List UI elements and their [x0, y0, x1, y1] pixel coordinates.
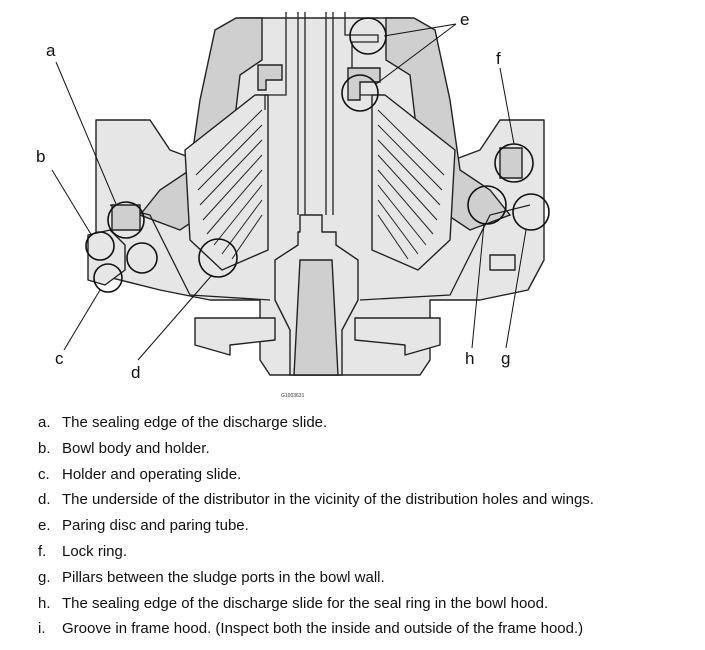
callout-b: b [36, 147, 45, 166]
callout-f: f [496, 49, 501, 68]
legend-letter: f. [38, 542, 47, 560]
holder-left [87, 229, 126, 286]
figure-id: G1003631 [281, 393, 305, 399]
bowl-body-right [359, 204, 531, 301]
holder-right [489, 254, 516, 271]
legend-item-g: g. Pillars between the sludge ports in th… [38, 565, 678, 591]
legend-letter: h. [38, 594, 51, 612]
operating-slide [194, 317, 276, 356]
legend-letter: i. [38, 620, 46, 638]
lock-ring-right [499, 147, 523, 179]
legend-item-i: i. Groove in frame hood. (Inspect both th… [38, 616, 678, 642]
legend-text: Paring disc and paring tube. [62, 517, 249, 535]
legend-list: a. The sealing edge of the discharge slid… [38, 410, 678, 642]
legend-text: Lock ring. [62, 542, 128, 560]
legend-item-b: b. Bowl body and holder. [38, 436, 678, 462]
disc-lines-left [195, 109, 263, 260]
callout-e: e [460, 10, 469, 29]
legend-item-d: d. The underside of the distributor in th… [38, 487, 678, 513]
callout-d: d [131, 363, 140, 382]
legend-letter: b. [38, 439, 51, 457]
ring-e2 [341, 74, 379, 112]
ring-d [198, 238, 238, 278]
disc-stack-right [371, 94, 456, 271]
lock-ring-left [111, 204, 141, 231]
operating-slide-right [354, 317, 441, 356]
disc-lines-right [377, 109, 445, 260]
callout-g: g [501, 349, 510, 368]
callout-h: h [465, 349, 474, 368]
paring-disc-left [257, 64, 283, 91]
disc-stack-left [184, 94, 269, 271]
legend-text: Bowl body and holder. [62, 439, 210, 457]
legend-text: The sealing edge of the discharge slide. [62, 414, 328, 431]
ring-a [107, 201, 145, 239]
legend-item-a: a. The sealing edge of the discharge slid… [38, 410, 678, 436]
legend-text: The underside of the distributor in the … [62, 491, 594, 509]
legend-text: Pillars between the sludge ports in the … [62, 568, 385, 586]
callout-a: a [46, 41, 56, 60]
legend-letter: g. [38, 568, 51, 586]
ring-c2 [126, 242, 158, 274]
legend-letter: e. [38, 517, 51, 535]
ring-b [85, 231, 115, 261]
separator-bowl-diagram: a b c d e f g h G1003631 [36, 10, 550, 399]
legend-text: Holder and operating slide. [62, 465, 242, 483]
legend-letter: d. [38, 491, 51, 509]
ring-g [512, 193, 550, 231]
legend-letter: c. [38, 465, 50, 483]
legend-item-e: e. Paring disc and paring tube. [38, 513, 678, 539]
legend-text: The sealing edge of the discharge slide … [62, 594, 549, 612]
callout-c: c [55, 349, 64, 368]
legend-item-h: h. The sealing edge of the discharge slid… [38, 591, 678, 617]
spindle [293, 259, 339, 376]
legend-text: Groove in frame hood. (Inspect both the … [62, 620, 584, 638]
ring-c [93, 263, 123, 293]
legend-item-c: c. Holder and operating slide. [38, 462, 678, 488]
ring-h [467, 185, 507, 225]
leader-lines [51, 23, 527, 361]
legend-letter: a. [38, 414, 51, 431]
legend-item-f: f. Lock ring. [38, 539, 678, 565]
